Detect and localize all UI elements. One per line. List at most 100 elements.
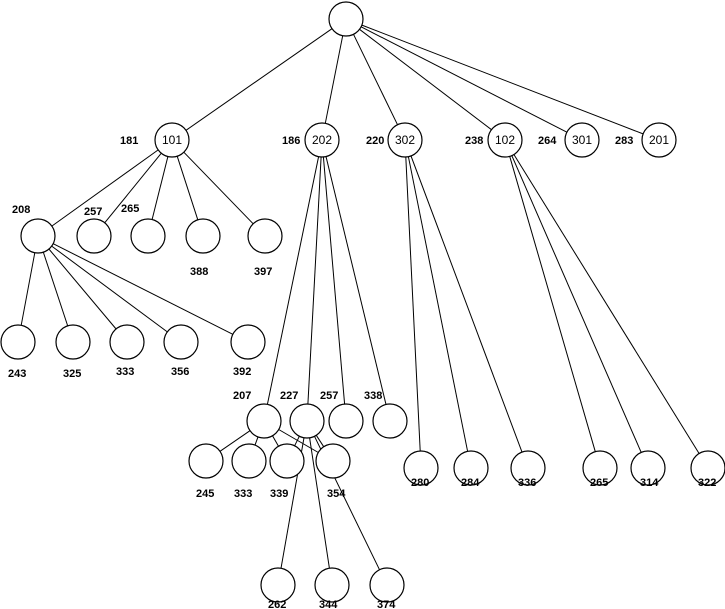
edge-a208-b333 [48, 248, 117, 330]
edge-n102-g314 [511, 155, 642, 453]
node-label-c227: 227 [280, 390, 298, 402]
edge-a208-b392 [52, 243, 234, 335]
tree-node-e374 [369, 567, 405, 603]
node-label-b356: 356 [171, 366, 189, 378]
node-label-a388: 388 [190, 266, 208, 278]
tree-node-b333 [109, 324, 145, 360]
node-label-n101: 181 [120, 135, 138, 147]
node-label-e262: 262 [268, 599, 286, 609]
node-label-g314: 314 [640, 477, 659, 489]
tree-node-c207 [246, 403, 282, 439]
edge-n202-c207 [266, 156, 320, 405]
node-label-b392: 392 [233, 366, 251, 378]
tree-node-a388 [185, 218, 221, 254]
edge-n202-c257 [322, 156, 346, 405]
edge-root-n301 [360, 26, 568, 133]
edge-n101-a388 [176, 156, 199, 220]
node-text-n301: 301 [572, 133, 592, 147]
node-label-n302: 220 [366, 135, 384, 147]
tree-node-b325 [55, 324, 91, 360]
node-label-n202: 186 [282, 135, 300, 147]
tree-node-b392 [230, 324, 266, 360]
node-label-a257: 257 [84, 206, 102, 218]
tree-node-n102 [487, 122, 523, 158]
edge-n101-a397 [183, 151, 254, 225]
node-text-n302: 302 [395, 133, 415, 147]
tree-node-a265 [130, 218, 166, 254]
edge-root-n201 [361, 24, 644, 135]
node-label-c207: 207 [233, 390, 251, 402]
tree-node-f284 [453, 450, 489, 486]
tree-node-b243 [0, 324, 36, 360]
tree-node-root [328, 1, 364, 37]
node-label-g322: 322 [698, 477, 716, 489]
edge-root-n202 [324, 35, 344, 124]
tree-node-e344 [314, 567, 350, 603]
edge-n101-a257 [104, 152, 162, 224]
tree-node-f280 [403, 450, 439, 486]
node-label-d333: 333 [234, 488, 252, 500]
tree-node-n302 [387, 122, 423, 158]
edge-n101-a265 [151, 156, 169, 220]
tree-node-n202 [304, 122, 340, 158]
tree-node-d354 [315, 443, 351, 479]
node-label-f336: 336 [518, 477, 536, 489]
tree-node-g322 [690, 450, 725, 486]
node-label-g265: 265 [590, 477, 608, 489]
node-label-f280: 280 [411, 477, 429, 489]
tree-node-n201 [641, 122, 677, 158]
node-label-b333: 333 [116, 366, 134, 378]
node-label-n201: 283 [615, 135, 633, 147]
edge-n102-g265 [509, 156, 596, 452]
tree-node-c227 [289, 403, 325, 439]
node-label-b243: 243 [8, 368, 26, 380]
edge-root-n302 [353, 34, 398, 125]
edge-root-n101 [185, 28, 333, 131]
edge-n302-f280 [405, 156, 421, 452]
tree-node-d333 [231, 443, 267, 479]
edge-c227-d354 [315, 435, 325, 447]
tree-node-f336 [510, 450, 546, 486]
tree-node-g314 [630, 450, 666, 486]
tree-node-c338 [372, 403, 408, 439]
edge-a208-b356 [51, 245, 168, 333]
tree-node-d245 [188, 443, 224, 479]
node-text-n101: 101 [162, 133, 182, 147]
edge-n202-c227 [307, 156, 322, 405]
tree-node-a208 [20, 218, 56, 254]
edge-n202-c338 [325, 156, 387, 405]
edge-n101-a208 [51, 149, 159, 227]
edge-n102-g322 [513, 154, 700, 454]
tree-node-b356 [163, 324, 199, 360]
node-text-n102: 102 [495, 133, 515, 147]
node-label-n102: 238 [465, 135, 483, 147]
node-label-n301: 264 [538, 135, 557, 147]
node-label-e374: 374 [377, 599, 396, 609]
node-label-a397: 397 [254, 266, 272, 278]
node-label-e344: 344 [319, 599, 338, 609]
edge-c207-d339 [272, 435, 279, 447]
edge-a208-b243 [20, 252, 36, 326]
node-label-d354: 354 [327, 488, 346, 500]
tree-node-e262 [260, 567, 296, 603]
node-label-c338: 338 [364, 390, 382, 402]
node-label-c257: 257 [320, 390, 338, 402]
tree-node-d339 [269, 443, 305, 479]
tree-node-g265 [582, 450, 618, 486]
node-text-n202: 202 [312, 133, 332, 147]
tree-node-a397 [247, 218, 283, 254]
node-text-n201: 201 [649, 133, 669, 147]
node-label-d245: 245 [196, 488, 214, 500]
node-label-b325: 325 [63, 368, 81, 380]
tree-node-a257 [76, 218, 112, 254]
edge-n302-f284 [407, 156, 469, 452]
edge-a208-b325 [42, 251, 69, 327]
edge-c227-e344 [309, 437, 330, 569]
node-label-f284: 284 [461, 477, 480, 489]
edge-n302-f336 [410, 155, 523, 453]
edge-c207-d245 [219, 430, 251, 452]
tree-node-n301 [564, 122, 600, 158]
